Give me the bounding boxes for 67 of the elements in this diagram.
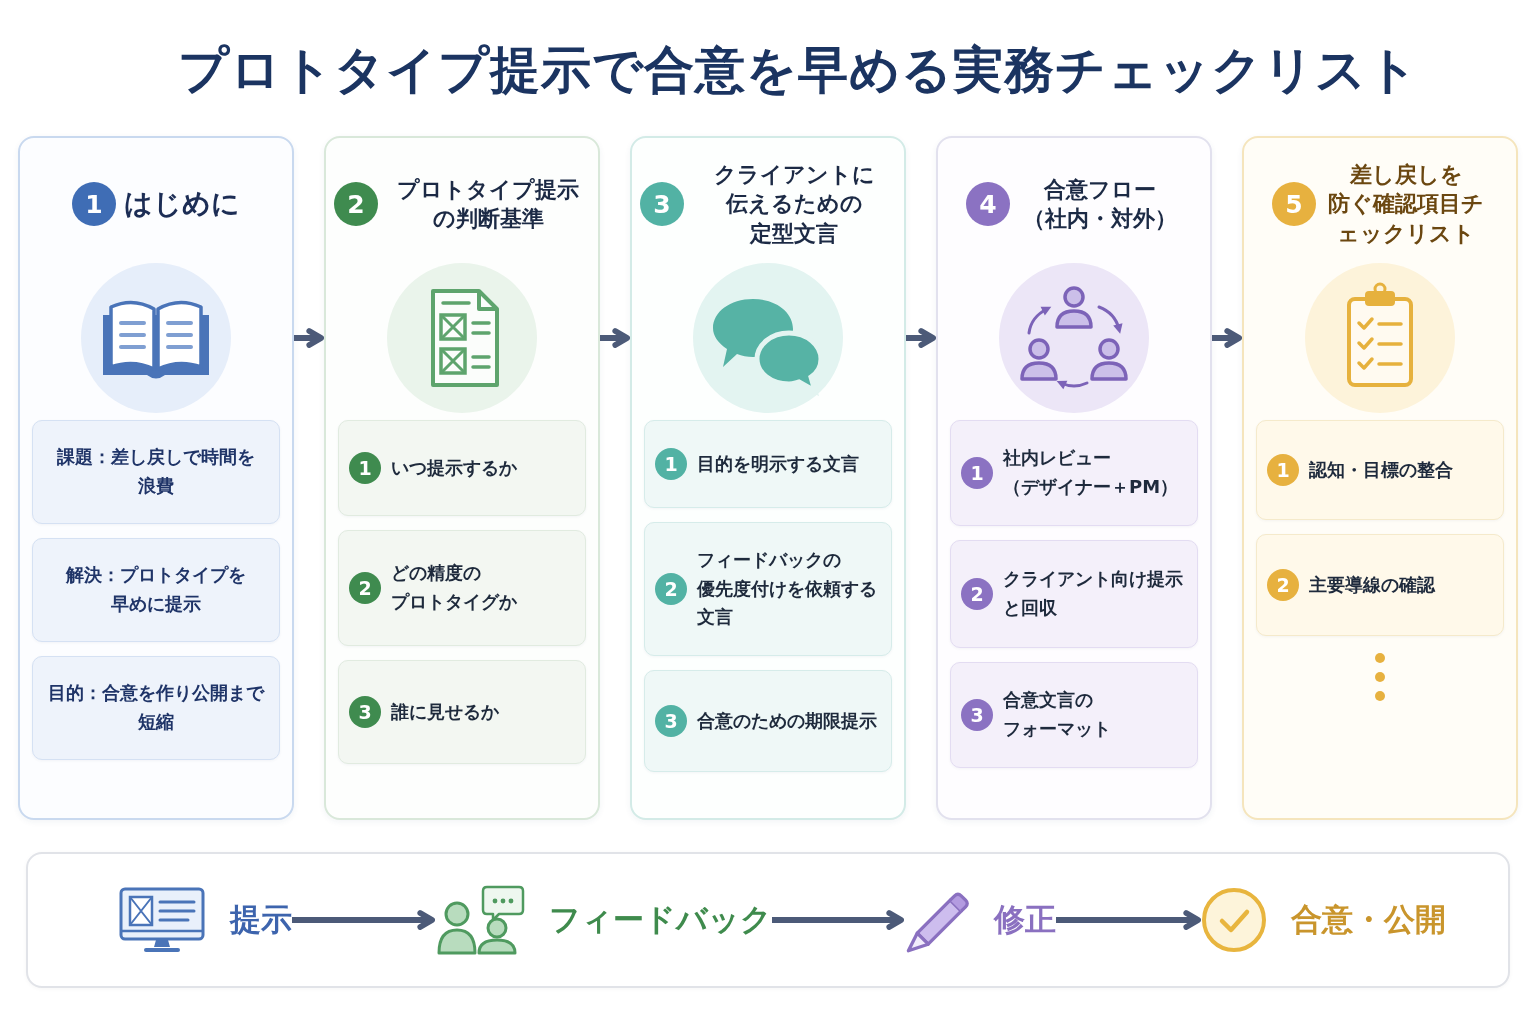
- item-card: [950, 540, 1198, 648]
- item-card: [1256, 420, 1504, 520]
- item-card: [1256, 534, 1504, 636]
- arrow: [294, 328, 324, 348]
- flow-panel: [26, 852, 1510, 988]
- column-heading: 差し戻しを防ぐ確認項目チェックリスト: [1327, 161, 1485, 248]
- item-text: 課題：差し戻しで時間を浪費: [56, 445, 256, 498]
- arrow: [1212, 328, 1242, 348]
- page-title: プロトタイプ提示で合意を早める実務チェックリスト: [177, 40, 1419, 100]
- number-badge: 2: [1267, 569, 1299, 601]
- number-badge: 3: [640, 182, 684, 226]
- number-badge: 1: [1267, 454, 1299, 486]
- item-card: [338, 530, 586, 646]
- item-text: どの精度のプロトタイグか: [391, 561, 518, 614]
- step-label: フィードバック: [549, 901, 772, 939]
- item-card: [950, 662, 1198, 768]
- number-badge: 1: [655, 448, 687, 480]
- number-badge: 2: [655, 573, 687, 605]
- number-badge: 2: [334, 182, 378, 226]
- number-badge: 1: [961, 457, 993, 489]
- item-card: [950, 420, 1198, 526]
- arrow: [1056, 910, 1201, 930]
- column-heading: 合意フロー（社内・対外）: [1022, 175, 1178, 233]
- item-card: [644, 522, 892, 656]
- item-text: いつ提示するか: [391, 455, 517, 480]
- column-panel: [324, 136, 600, 820]
- arrow: [600, 328, 630, 348]
- item-text: 合意のための期限提示: [697, 708, 877, 733]
- column-heading: クライアントに伝えるための定型文言: [712, 161, 876, 248]
- step-label: 合意・公開: [1291, 901, 1446, 939]
- arrow: [906, 328, 936, 348]
- item-text: 社内レビュー（デザイナー＋PM）: [1003, 446, 1180, 499]
- item-card: [32, 656, 280, 760]
- item-text: 目的：合意を作り公開まで短縮: [47, 681, 266, 734]
- number-badge: 2: [349, 572, 381, 604]
- item-card: [32, 420, 280, 524]
- item-text: フィードバックの優先度付けを依頼する文言: [697, 547, 878, 630]
- item-card: [338, 660, 586, 764]
- column-panel: [1242, 136, 1518, 820]
- number-badge: 2: [961, 578, 993, 610]
- item-text: 合意文言のフォーマット: [1003, 688, 1112, 741]
- item-card: [32, 538, 280, 642]
- number-badge: 5: [1272, 182, 1316, 226]
- arrow: [772, 910, 904, 930]
- number-badge: 3: [961, 699, 993, 731]
- item-text: クライアント向け提示と回収: [1003, 567, 1184, 620]
- number-badge: 1: [72, 182, 116, 226]
- item-text: 目的を明示する文言: [697, 451, 859, 476]
- item-card: [644, 420, 892, 508]
- step-label: 修正: [994, 901, 1056, 939]
- column-heading: プロトタイプ提示の判断基準: [396, 175, 580, 233]
- column-panel: [936, 136, 1212, 820]
- item-text: 解決：プロトタイプを早めに提示: [64, 563, 247, 616]
- item-text: 誰に見せるか: [391, 699, 499, 724]
- arrow: [292, 910, 435, 930]
- number-badge: 1: [349, 452, 381, 484]
- column-heading: はじめに: [124, 185, 240, 222]
- number-badge: 4: [966, 182, 1010, 226]
- number-badge: 3: [349, 696, 381, 728]
- column-panel: [630, 136, 906, 820]
- item-card: [644, 670, 892, 772]
- column-panel: [18, 136, 294, 820]
- number-badge: 3: [655, 705, 687, 737]
- item-text: 主要導線の確認: [1309, 572, 1435, 597]
- step-label: 提示: [230, 901, 292, 939]
- item-card: [338, 420, 586, 516]
- item-text: 認知・目標の整合: [1309, 457, 1453, 482]
